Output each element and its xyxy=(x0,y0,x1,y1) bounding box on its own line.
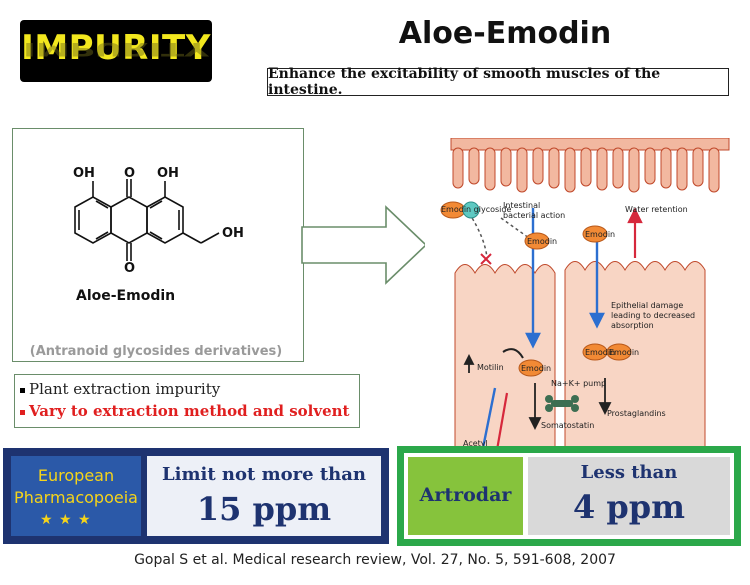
label-na-k-pump: Na+K+ pump xyxy=(551,379,606,388)
o-label-top: O xyxy=(124,166,136,181)
artrodar-name-cell xyxy=(408,457,523,535)
page-title: Aloe-Emodin xyxy=(398,16,612,51)
artrodar-limit-cell xyxy=(528,457,730,535)
bullet-square-red-icon xyxy=(20,409,25,415)
citation: Gopal S et al. Medical research review, … xyxy=(134,552,616,568)
intestine-diagram: Emodin glycoside Intestinal bacterial ac… xyxy=(425,138,737,450)
label-intestinal: Intestinal xyxy=(503,201,540,210)
label-emodin-4: Emodin xyxy=(585,348,615,357)
label-emodin-5: Emodin xyxy=(609,348,639,357)
label-emodin-1: Emodin xyxy=(527,237,557,246)
artrodar-limit-label: Less than xyxy=(580,462,678,483)
label-epithelial-2: leading to decreased xyxy=(611,311,695,320)
structure-caption: (Antranoid glycosides derivatives) xyxy=(29,344,283,359)
label-somatostatin: Somatostatin xyxy=(541,421,594,430)
artrodar-name: Artrodar xyxy=(419,484,512,506)
oh-label-ch2oh: OH xyxy=(222,226,244,241)
oh-label-left: OH xyxy=(73,166,95,181)
intestine-illustration: Emodin glycoside Intestinal bacterial ac… xyxy=(425,138,737,450)
compound-name: Aloe-Emodin xyxy=(76,288,176,304)
structure-panel xyxy=(12,128,304,362)
badge-text: IMPURITY xyxy=(21,28,211,68)
oh-label-right: OH xyxy=(157,166,179,181)
label-water-retention: Water retention xyxy=(625,205,688,214)
label-motilin: Motilin xyxy=(477,363,504,372)
label-emodin-2: Emodin xyxy=(585,230,615,239)
label-epithelial-3: absorption xyxy=(611,321,654,330)
label-emodin-3: Emodin xyxy=(521,364,551,373)
label-prostaglandins: Prostaglandins xyxy=(607,409,666,418)
label-emodin-glycoside: Emodin glycoside xyxy=(441,205,511,214)
badge-reflection: IMPURITY xyxy=(23,38,209,60)
note-plant-extraction: Plant extraction impurity xyxy=(20,380,220,398)
subtitle: Enhance the excitability of smooth muscl… xyxy=(268,66,661,98)
note-2-text: Vary to extraction method and solvent xyxy=(29,402,350,420)
eu-logo-line2: Pharmacopoeia xyxy=(14,488,138,507)
notes-box xyxy=(14,374,360,428)
label-bacterial-action: bacterial action xyxy=(503,211,565,220)
note-vary-extraction: Vary to extraction method and solvent xyxy=(20,402,349,420)
artrodar-limit-value: 4 ppm xyxy=(572,488,685,526)
bullet-square-icon xyxy=(20,387,25,393)
o-label-bottom: O xyxy=(124,261,136,276)
label-epithelial-1: Epithelial damage xyxy=(611,301,683,310)
limit-label: Limit not more than xyxy=(161,464,367,485)
subtitle-box: Enhance the excitability of smooth muscl… xyxy=(267,66,729,98)
right-arrow-icon xyxy=(301,205,428,285)
limit-value: 15 ppm xyxy=(196,490,332,528)
eu-stars-icon: ★ ★ ★ xyxy=(40,512,92,528)
impurity-badge: IMPURITY IMPURITY xyxy=(20,20,212,82)
note-1-text: Plant extraction impurity xyxy=(29,380,221,398)
eu-limit-panel xyxy=(147,456,381,536)
label-acetyl: Acetyl xyxy=(463,439,488,448)
european-pharmacopoeia-logo xyxy=(11,456,141,536)
aloe-emodin-structure-diagram xyxy=(74,179,220,261)
eu-logo-line1: European xyxy=(37,466,115,485)
